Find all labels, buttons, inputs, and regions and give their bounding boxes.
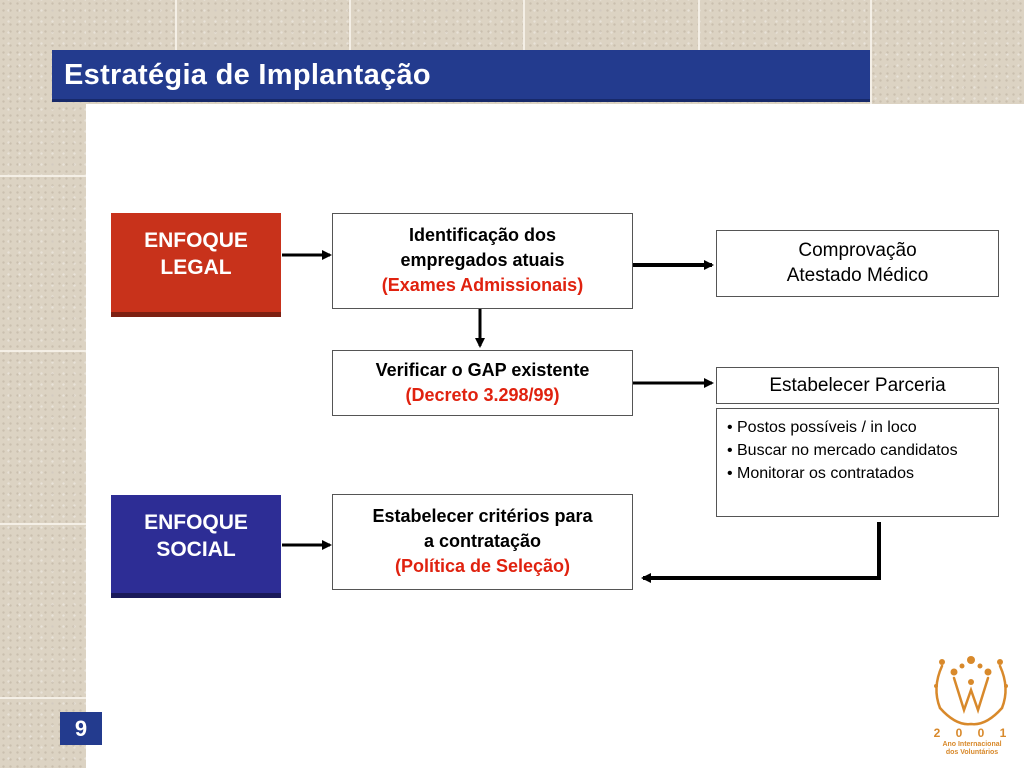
criterios-line-2: a contratação <box>423 531 542 551</box>
list-item: Postos possíveis / in loco <box>727 416 992 439</box>
enfoque-legal-line-2: LEGAL <box>160 256 232 279</box>
tile-seam <box>349 0 351 50</box>
parceria-items-box: Postos possíveis / in loco Buscar no mer… <box>716 408 999 517</box>
tile-seam <box>0 350 86 352</box>
comprovacao-line-1: Comprovação <box>798 240 917 261</box>
identificacao-line-1: Identificação dos <box>408 225 557 245</box>
enfoque-legal-block: ENFOQUE LEGAL <box>111 213 281 312</box>
parceria-items-list: Postos possíveis / in loco Buscar no mer… <box>727 416 992 485</box>
tile-seam <box>698 0 700 50</box>
parceria-box: Estabelecer Parceria <box>716 367 999 404</box>
arrow-parceria-to-criterios <box>641 522 881 583</box>
page-number: 9 <box>60 712 102 745</box>
criterios-line-1: Estabelecer critérios para <box>372 506 593 526</box>
identificacao-note: (Exames Admissionais) <box>381 275 584 295</box>
volunteers-year-logo-icon <box>934 656 1008 726</box>
verificar-line-1: Verificar o GAP existente <box>375 360 590 380</box>
identificacao-box: Identificação dos empregados atuais (Exa… <box>332 213 633 309</box>
verificar-note: (Decreto 3.298/99) <box>405 385 560 405</box>
logo-year: 2 0 0 1 <box>933 726 1013 740</box>
criterios-box: Estabelecer critérios para a contratação… <box>332 494 633 590</box>
tile-seam <box>870 0 872 104</box>
logo-caption-line-2: dos Voluntários <box>945 749 999 756</box>
enfoque-social-line-1: ENFOQUE <box>144 511 248 534</box>
verificar-gap-box: Verificar o GAP existente (Decreto 3.298… <box>332 350 633 416</box>
title-bar: Estratégia de Implantação <box>52 50 870 102</box>
logo-caption: Ano Internacional dos Voluntários <box>926 741 1018 757</box>
logo-caption-line-1: Ano Internacional <box>942 741 1002 748</box>
enfoque-legal-line-1: ENFOQUE <box>144 229 248 252</box>
textured-left-border <box>0 0 86 768</box>
slide-title: Estratégia de Implantação <box>64 59 431 91</box>
list-item: Buscar no mercado candidatos <box>727 439 992 462</box>
tile-seam <box>523 0 525 50</box>
identificacao-line-2: empregados atuais <box>400 250 565 270</box>
tile-seam <box>0 175 86 177</box>
tile-seam <box>175 0 177 50</box>
criterios-note: (Política de Seleção) <box>394 556 571 576</box>
comprovacao-line-2: Atestado Médico <box>786 265 929 286</box>
parceria-line-1: Estabelecer Parceria <box>769 375 946 396</box>
enfoque-social-block: ENFOQUE SOCIAL <box>111 495 281 593</box>
tile-seam <box>0 697 86 699</box>
enfoque-social-line-2: SOCIAL <box>156 538 236 561</box>
list-item: Monitorar os contratados <box>727 462 992 485</box>
comprovacao-box: Comprovação Atestado Médico <box>716 230 999 297</box>
tile-seam <box>0 523 86 525</box>
